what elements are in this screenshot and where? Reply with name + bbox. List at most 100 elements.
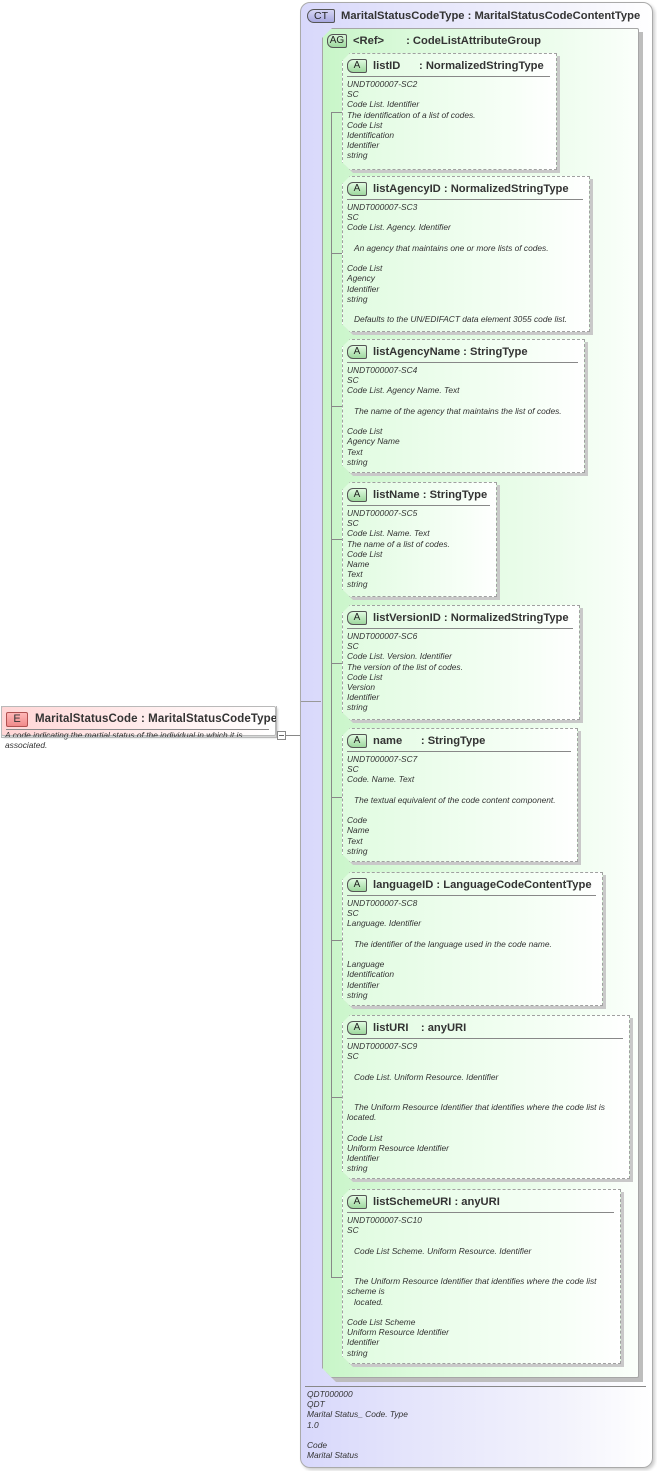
- detail-line: Name: [347, 825, 370, 836]
- tree-branch: [331, 1277, 343, 1278]
- detail-line: Language. Identifier: [347, 918, 422, 929]
- detail-line: Agency Name: [347, 436, 400, 447]
- tree-branch: [331, 940, 343, 941]
- detail-line: The name of the agency that maintains th…: [347, 405, 562, 416]
- detail-line: [347, 1092, 625, 1102]
- attribute-divider: [347, 505, 490, 506]
- attribute-node-name[interactable]: A name : StringType UNDT000007-SC7 SC Co…: [342, 728, 578, 862]
- collapse-toggle-icon[interactable]: [277, 731, 286, 740]
- detail-line: The identifier of the language used in t…: [347, 938, 552, 949]
- attribute-badge-icon: A: [347, 59, 367, 73]
- attribute-header: A languageID : LanguageCodeContentType: [347, 877, 592, 892]
- detail-line: [347, 1256, 616, 1266]
- detail-line: string: [347, 150, 368, 161]
- detail-line: Code List: [347, 263, 383, 274]
- element-badge-icon: E: [6, 711, 28, 727]
- detail-line: Identification: [347, 130, 395, 141]
- detail-line: [347, 785, 573, 795]
- attribute-divider: [347, 628, 573, 629]
- attribute-header: A listURI : anyURI: [347, 1020, 466, 1035]
- attribute-details: UNDT000007-SC5 SC Code List. Name. Text …: [347, 508, 492, 590]
- detail-line: QDT: [307, 1399, 325, 1410]
- detail-line: Code List. Name. Text: [347, 528, 430, 539]
- complex-type-details: QDT000000 QDT Marital Status_ Code. Type…: [307, 1389, 408, 1460]
- detail-line: Identifier: [347, 140, 380, 151]
- attribute-details: UNDT000007-SC6 SC Code List. Version. Id…: [347, 631, 575, 713]
- attribute-node-listAgencyID[interactable]: A listAgencyID : NormalizedStringType UN…: [342, 176, 590, 332]
- detail-line: Uniform Resource Identifier: [347, 1327, 449, 1338]
- detail-line: [347, 304, 585, 314]
- attribute-title: languageID : LanguageCodeContentType: [373, 878, 592, 891]
- attribute-badge-icon: A: [347, 1195, 367, 1209]
- detail-line: Text: [347, 569, 363, 580]
- detail-line: string: [347, 293, 368, 304]
- detail-line: Code List. Agency Name. Text: [347, 385, 460, 396]
- detail-line: UNDT000007-SC5: [347, 508, 418, 518]
- attribute-node-listURI[interactable]: A listURI : anyURI UNDT000007-SC9 SC Cod…: [342, 1015, 630, 1179]
- detail-line: Identifier: [347, 692, 380, 703]
- detail-line: UNDT000007-SC8: [347, 898, 418, 908]
- tree-branch: [331, 539, 343, 540]
- attribute-title: listVersionID : NormalizedStringType: [373, 611, 569, 624]
- complex-type-title: MaritalStatusCodeType : MaritalStatusCod…: [341, 10, 641, 22]
- attribute-divider: [347, 895, 596, 896]
- attribute-title: listSchemeURI : anyURI: [373, 1195, 500, 1208]
- attribute-badge-icon: A: [347, 345, 367, 359]
- detail-line: UNDT000007-SC3: [347, 202, 418, 212]
- detail-line: scheme is: [347, 1286, 385, 1297]
- detail-line: The Uniform Resource Identifier that ide…: [347, 1276, 597, 1287]
- detail-line: SC: [347, 89, 359, 100]
- attribute-node-languageID[interactable]: A languageID : LanguageCodeContentType U…: [342, 872, 603, 1006]
- detail-line: Text: [347, 835, 363, 846]
- detail-line: Code List: [347, 426, 383, 437]
- attribute-title: listAgencyName : StringType: [373, 345, 528, 358]
- attribute-divider: [347, 1038, 623, 1039]
- element-node-marital-status-code[interactable]: E MaritalStatusCode : MaritalStatusCodeT…: [1, 706, 277, 736]
- detail-line: [347, 1235, 616, 1245]
- attribute-title: listName : StringType: [373, 488, 488, 501]
- element-header: E MaritalStatusCode : MaritalStatusCodeT…: [6, 711, 277, 727]
- detail-line: Code List Scheme: [347, 1316, 416, 1327]
- attribute-node-listSchemeURI[interactable]: A listSchemeURI : anyURI UNDT000007-SC10…: [342, 1189, 621, 1364]
- detail-line: located.: [347, 1296, 384, 1307]
- detail-line: Identifier: [347, 1153, 380, 1164]
- ref-label: <Ref>: [353, 34, 385, 47]
- detail-line: Code List. Identifier: [347, 99, 420, 110]
- attribute-divider: [347, 751, 571, 752]
- attribute-title: name : StringType: [373, 734, 486, 747]
- detail-line: [307, 1430, 408, 1440]
- attribute-node-listVersionID[interactable]: A listVersionID : NormalizedStringType U…: [342, 605, 580, 720]
- detail-line: string: [347, 845, 368, 856]
- detail-line: Code: [307, 1440, 328, 1450]
- detail-line: The Uniform Resource Identifier that ide…: [347, 1102, 605, 1113]
- attribute-details: UNDT000007-SC9 SC Code List. Uniform Res…: [347, 1041, 625, 1174]
- attribute-divider: [347, 1212, 614, 1213]
- detail-line: SC: [347, 1051, 359, 1062]
- detail-line: [347, 1307, 616, 1317]
- complex-type-badge-icon: CT: [307, 9, 335, 23]
- detail-line: Identifier: [347, 979, 380, 990]
- attribute-node-listName[interactable]: A listName : StringType UNDT000007-SC5 S…: [342, 482, 497, 597]
- attribute-details: UNDT000007-SC10 SC Code List Scheme. Uni…: [347, 1215, 616, 1358]
- detail-line: string: [347, 579, 368, 590]
- detail-line: The name of a list of codes.: [347, 538, 450, 549]
- detail-line: string: [347, 702, 368, 713]
- detail-line: Identifier: [347, 283, 380, 294]
- attribute-details: UNDT000007-SC3 SC Code List. Agency. Ide…: [347, 202, 585, 324]
- detail-line: Marital Status_ Code. Type: [307, 1409, 408, 1420]
- attribute-node-listID[interactable]: A listID : NormalizedStringType UNDT0000…: [342, 53, 557, 170]
- detail-line: An agency that maintains one or more lis…: [347, 242, 549, 253]
- attribute-group-header: AG <Ref>: CodeListAttributeGroup: [327, 33, 541, 48]
- attribute-node-listAgencyName[interactable]: A listAgencyName : StringType UNDT000007…: [342, 339, 585, 473]
- element-description: A code indicating the martial status of …: [5, 730, 243, 750]
- detail-line: located.: [347, 1112, 377, 1123]
- complex-type-header: CT MaritalStatusCodeType : MaritalStatus…: [307, 8, 640, 24]
- detail-line: Code List. Version. Identifier: [347, 651, 452, 662]
- tree-branch: [331, 1097, 343, 1098]
- attribute-title: listAgencyID : NormalizedStringType: [373, 182, 569, 195]
- detail-line: SC: [347, 375, 359, 386]
- attribute-divider: [347, 199, 583, 200]
- detail-line: SC: [347, 764, 359, 775]
- detail-line: 1.0: [307, 1419, 319, 1430]
- detail-line: Language: [347, 959, 385, 970]
